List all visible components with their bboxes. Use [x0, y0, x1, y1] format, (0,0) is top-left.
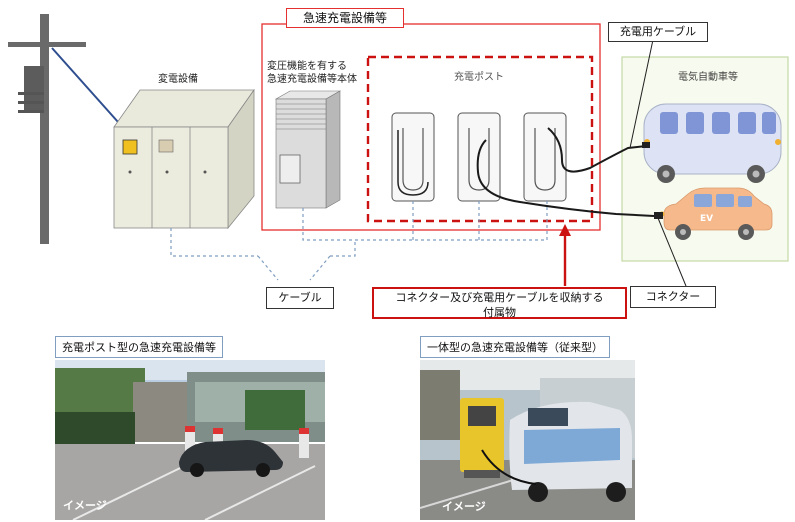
bus — [643, 103, 782, 183]
cable-to-bus — [547, 127, 647, 173]
charging-post-1 — [391, 112, 435, 202]
charging-post-3 — [523, 112, 567, 202]
photo1-watermark: イメージ — [63, 499, 107, 512]
charging-post-area — [366, 55, 594, 223]
red-arrow-head — [559, 224, 571, 236]
car-badge: EV — [700, 214, 714, 224]
ev-label: 電気自動車等 — [678, 72, 738, 83]
accessory-label: コネクター及び充電用ケーブルを収納する 付属物 — [372, 287, 627, 319]
photo-integrated-type: イメージ — [420, 360, 635, 520]
utility-pole — [8, 14, 119, 244]
leader-charging-cable — [629, 34, 655, 149]
substation-label: 変電設備 — [158, 74, 198, 85]
cable-lines — [170, 201, 548, 281]
charging-post-label: 充電ポスト — [454, 72, 504, 83]
photo2-watermark: イメージ — [442, 500, 486, 513]
charging-cable-label: 充電用ケーブル — [608, 22, 708, 42]
fast-charger-group-border — [261, 23, 601, 231]
photo1-caption: 充電ポスト型の急速充電設備等 — [55, 336, 223, 358]
cable-to-car — [476, 139, 655, 217]
transformer-label: 変圧機能を有する 急速充電設備等本体 — [267, 61, 357, 85]
photo2-caption: 一体型の急速充電設備等（従来型） — [420, 336, 610, 358]
cable-label: ケーブル — [266, 287, 334, 309]
group-title: 急速充電設備等 — [286, 8, 404, 28]
connector-label: コネクター — [630, 286, 716, 308]
photo-charging-post-type: イメージ — [55, 360, 325, 520]
leader-connector — [657, 217, 687, 287]
transformer-unit — [274, 90, 342, 209]
ev-car — [659, 187, 773, 240]
substation-cabinet — [113, 88, 255, 230]
